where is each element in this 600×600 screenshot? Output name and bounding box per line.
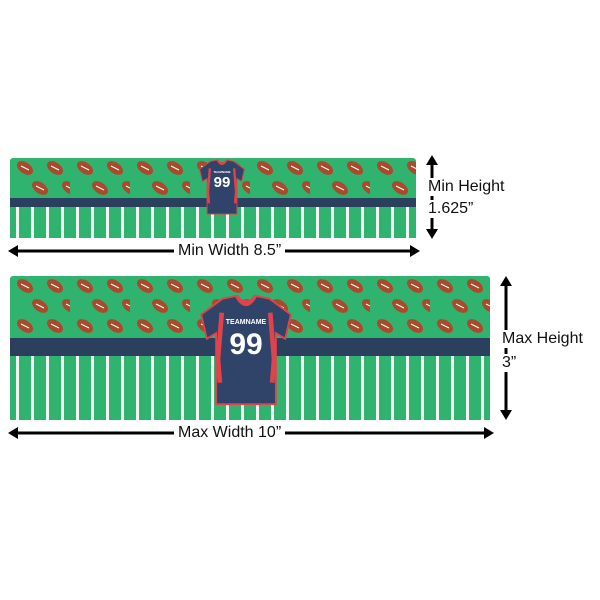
max-size-banner: TEAMNAME 99 [10, 276, 490, 420]
max-height-label-line2: 3” [502, 354, 517, 372]
min-height-label-line2: 1.625” [428, 200, 474, 218]
jersey-number: 99 [229, 328, 263, 361]
jersey-team-name: TEAMNAME [225, 319, 267, 326]
max-height-label-line1: Max Height [502, 330, 583, 348]
min-size-banner: TEAMNAME 99 [10, 158, 416, 238]
jersey-number: 99 [213, 174, 231, 191]
min-height-label-line1: Min Height [428, 178, 505, 196]
max-width-label: Max Width 10” [174, 424, 286, 442]
banner-graphic [10, 276, 490, 420]
banner-graphic [10, 158, 416, 238]
jersey-team-name: TEAMNAME [213, 170, 231, 174]
max-height-arrow [500, 276, 512, 420]
min-height-arrow [426, 155, 438, 239]
min-width-label: Min Width 8.5” [174, 242, 286, 260]
